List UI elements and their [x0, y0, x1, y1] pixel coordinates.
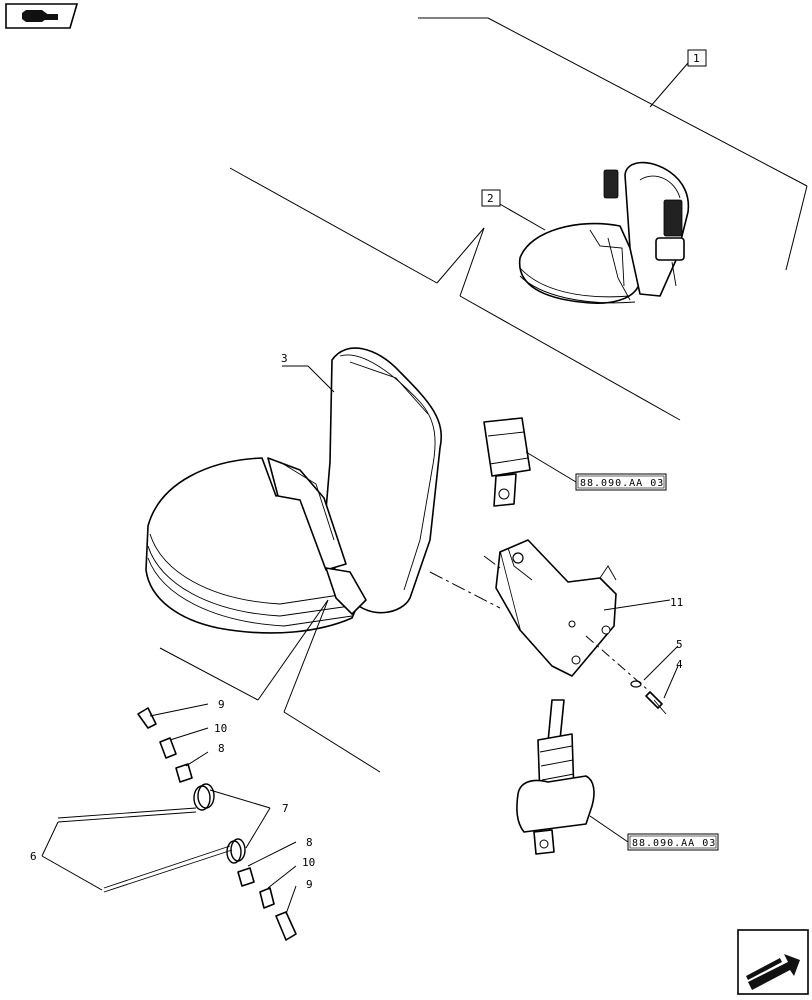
callout-item-4: 4 [676, 658, 683, 671]
callout-item-10a: 10 [214, 722, 227, 735]
callout-item-5: 5 [676, 638, 683, 651]
callout-item-11: 11 [670, 596, 683, 609]
washer-and-bolt [630, 680, 667, 715]
callout-item-1: 1 [693, 52, 700, 65]
reference-boxes: 88.090.AA 03 88.090.AA 03 [575, 473, 719, 851]
callout-labels: 1 2 3 4 5 6 7 8 8 9 9 10 10 11 [30, 49, 707, 891]
callout-item-10b: 10 [302, 856, 315, 869]
seat-bracket [495, 539, 617, 677]
seat-belt-retractor [516, 699, 595, 855]
callout-item-2: 2 [487, 192, 494, 205]
callout-item-8a: 8 [218, 742, 225, 755]
next-page-arrow-icon[interactable] [737, 929, 809, 995]
spring-hardware [57, 707, 297, 941]
callout-item-7: 7 [282, 802, 289, 815]
assembly-bracket-2 [229, 167, 681, 421]
seat-assembly-small [518, 161, 690, 304]
seat-cushion-main [145, 347, 442, 634]
leader-lines [41, 365, 679, 915]
callout-item-9a: 9 [218, 698, 225, 711]
ref-box-retractor: 88.090.AA 03 [632, 838, 716, 849]
assembly-bracket-1 [418, 17, 808, 271]
callout-item-6: 6 [30, 850, 37, 863]
ref-box-buckle: 88.090.AA 03 [580, 478, 664, 489]
kit-arrow-icon [5, 3, 79, 29]
callout-item-8b: 8 [306, 836, 313, 849]
callout-item-9b: 9 [306, 878, 313, 891]
callout-item-3: 3 [281, 352, 288, 365]
seat-belt-buckle [483, 417, 531, 507]
